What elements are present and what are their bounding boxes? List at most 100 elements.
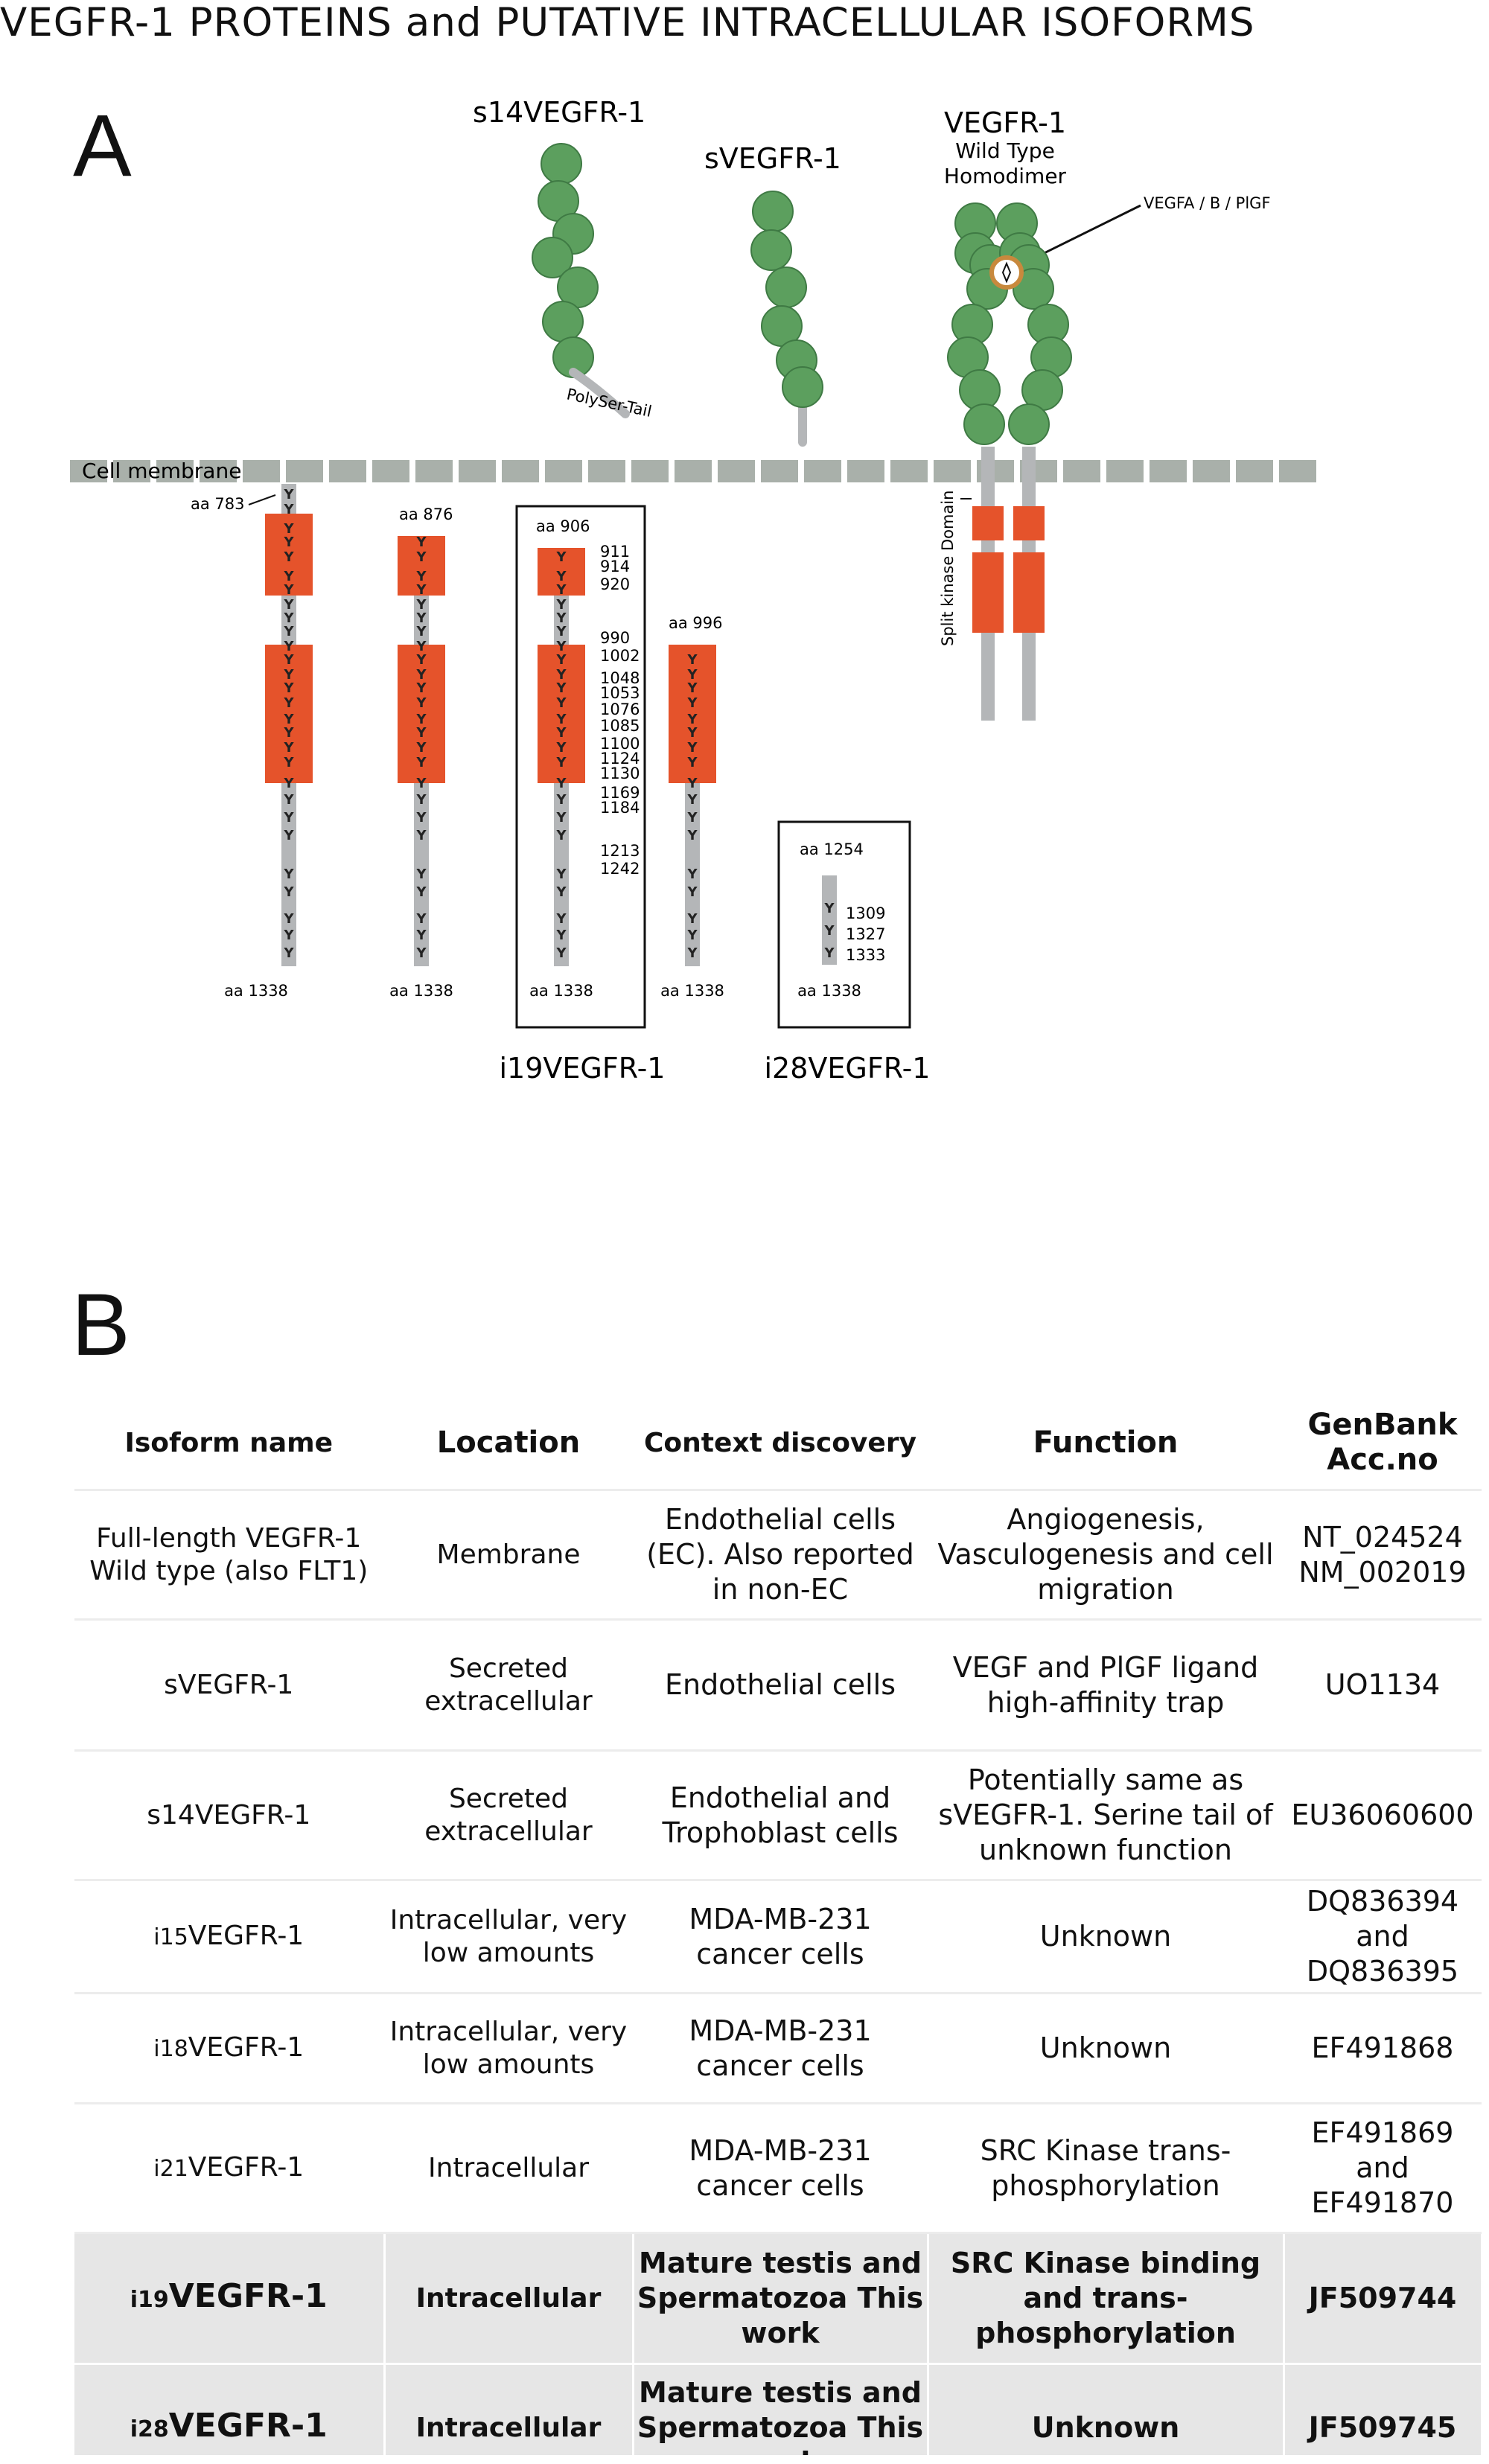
membrane-segment bbox=[675, 460, 712, 482]
cell-name: Full-length VEGFR-1 Wild type (also FLT1… bbox=[74, 1490, 386, 1621]
residue-number: 1333 bbox=[846, 946, 885, 964]
tyrosine-mark: Y bbox=[415, 884, 427, 900]
cell-context: Mature testis and Spermatozoa This work bbox=[633, 2364, 929, 2455]
isoform-prefix: i15 bbox=[153, 1924, 188, 1950]
residue-number: 911 bbox=[600, 543, 630, 561]
membrane-segment bbox=[718, 460, 755, 482]
tyrosine-mark: Y bbox=[415, 866, 427, 882]
membrane-segment bbox=[459, 460, 496, 482]
cell-context: MDA-MB-231 cancer cells bbox=[633, 1993, 929, 2104]
tyrosine-mark: Y bbox=[555, 725, 567, 741]
tyrosine-mark: Y bbox=[686, 667, 698, 683]
wt-kinase-right-1 bbox=[1013, 506, 1045, 540]
residue-number: 1076 bbox=[600, 700, 640, 718]
residue-number: 1100 bbox=[600, 735, 640, 753]
tyrosine-mark: Y bbox=[555, 610, 567, 626]
residue-number: 990 bbox=[600, 629, 630, 647]
membrane-segment bbox=[1106, 460, 1144, 482]
s14-ig-domain bbox=[542, 301, 584, 342]
tyrosine-mark: Y bbox=[555, 695, 567, 711]
svegfr-ig-domains bbox=[750, 191, 823, 408]
tyrosine-mark: Y bbox=[283, 945, 294, 961]
aa-end-5: aa 1338 bbox=[797, 982, 861, 1000]
cell-name: i21VEGFR-1 bbox=[74, 2103, 386, 2234]
tyrosine-mark: Y bbox=[283, 521, 294, 537]
cell-context: Mature testis and Spermatozoa This work bbox=[633, 2232, 929, 2365]
tyrosine-mark: Y bbox=[555, 549, 567, 565]
tyrosine-mark: Y bbox=[686, 928, 698, 943]
membrane-segment bbox=[1193, 460, 1230, 482]
membrane-segment bbox=[804, 460, 841, 482]
cell-genbank: EU36060600 bbox=[1284, 1750, 1482, 1881]
membrane-segment bbox=[243, 460, 280, 482]
tyrosine-mark: Y bbox=[555, 792, 567, 808]
membrane-segment bbox=[1150, 460, 1187, 482]
tyrosine-mark: Y bbox=[686, 680, 698, 696]
tyrosine-mark: Y bbox=[283, 866, 294, 882]
wt-kinase-left-1 bbox=[972, 506, 1004, 540]
membrane-segment bbox=[415, 460, 453, 482]
residue-number: 1169 bbox=[600, 784, 640, 802]
tyrosine-mark: Y bbox=[415, 776, 427, 791]
tyrosine-mark: Y bbox=[686, 911, 698, 927]
header-genbank: GenBank Acc.no bbox=[1284, 1397, 1482, 1491]
residue-number: 1309 bbox=[846, 904, 885, 922]
cell-location: Intracellular bbox=[384, 2364, 634, 2455]
tyrosine-mark: Y bbox=[415, 667, 427, 683]
panel-b-label: B bbox=[71, 1276, 130, 1374]
tyrosine-mark: Y bbox=[415, 680, 427, 696]
aa-start-1254: aa 1254 bbox=[800, 840, 864, 858]
cell-name: i15VEGFR-1 bbox=[74, 1880, 386, 1994]
wt-kinase-right-2 bbox=[1013, 552, 1045, 633]
tyrosine-mark: Y bbox=[283, 610, 294, 626]
cell-genbank: NT_024524 NM_002019 bbox=[1284, 1490, 1482, 1621]
wt-label-1: VEGFR-1 bbox=[944, 106, 1066, 139]
tyrosine-mark: Y bbox=[283, 582, 294, 598]
cell-name: s14VEGFR-1 bbox=[74, 1750, 386, 1881]
tyrosine-mark: Y bbox=[555, 776, 567, 791]
tyrosine-mark: Y bbox=[283, 928, 294, 943]
cell-location: Intracellular, very low amounts bbox=[384, 1993, 634, 2104]
cell-location: Secreted extracellular bbox=[384, 1750, 634, 1881]
tyrosine-mark: Y bbox=[283, 755, 294, 770]
cell-name: i19VEGFR-1 bbox=[74, 2232, 386, 2365]
tyrosine-mark: Y bbox=[283, 740, 294, 756]
tyrosine-mark: Y bbox=[555, 740, 567, 756]
tyrosine-mark: Y bbox=[686, 695, 698, 711]
residue-number: 1002 bbox=[600, 647, 640, 665]
s14-ig-domain bbox=[541, 143, 582, 185]
tyrosine-mark: Y bbox=[283, 597, 294, 613]
cell-context: MDA-MB-231 cancer cells bbox=[633, 2103, 929, 2234]
kinase-block bbox=[538, 548, 585, 596]
cell-context: MDA-MB-231 cancer cells bbox=[633, 1880, 929, 1994]
cell-genbank: UO1134 bbox=[1284, 1619, 1482, 1752]
i19-residue-numbers: 9119149209901002104810531076108511001124… bbox=[600, 543, 640, 878]
tyrosine-mark: Y bbox=[283, 549, 294, 565]
tyrosine-mark: Y bbox=[686, 866, 698, 882]
kinase-block bbox=[398, 536, 445, 596]
s14-ig-domains bbox=[532, 143, 630, 418]
wt-ig-domains bbox=[947, 202, 1072, 445]
tyrosine-mark: Y bbox=[686, 755, 698, 770]
membrane-segment bbox=[631, 460, 669, 482]
tyrosine-mark: Y bbox=[415, 810, 427, 826]
tyrosine-mark: Y bbox=[555, 928, 567, 943]
wt-ig-domain bbox=[963, 403, 1005, 445]
cell-context: Endothelial cells bbox=[633, 1619, 929, 1752]
tyrosine-mark: Y bbox=[283, 810, 294, 826]
membrane-segment bbox=[1236, 460, 1273, 482]
membrane-segment bbox=[372, 460, 409, 482]
aa-end-2: aa 1338 bbox=[389, 982, 453, 1000]
cell-function: VEGF and PlGF ligand high-affinity trap bbox=[928, 1619, 1285, 1752]
membrane-segment bbox=[286, 460, 323, 482]
membrane-segment bbox=[156, 460, 194, 482]
intracellular-chains: YYYYYYYYYYYYYYYYYYYYYYYYYYYYYYYYYYYYYYYY… bbox=[265, 484, 837, 966]
cell-genbank: EF491868 bbox=[1284, 1993, 1482, 2104]
tyrosine-mark: Y bbox=[415, 792, 427, 808]
membrane-segment bbox=[1279, 460, 1316, 482]
